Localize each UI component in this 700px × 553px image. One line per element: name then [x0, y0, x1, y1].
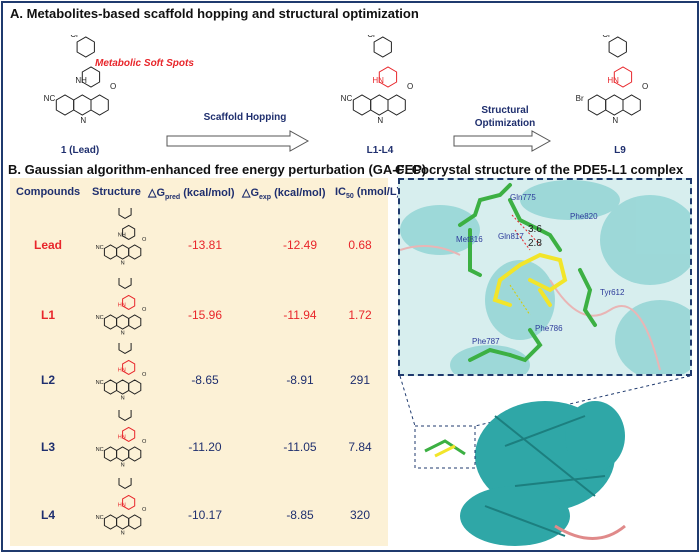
- binding-site-render: [400, 180, 690, 374]
- dg-exp-value: -12.49: [282, 238, 318, 252]
- svg-text:N: N: [612, 116, 618, 125]
- protein-overview: [399, 376, 691, 546]
- l9-structure: Br ClN O HN: [576, 35, 649, 125]
- svg-text:NC: NC: [44, 94, 56, 103]
- svg-text:HN: HN: [372, 76, 384, 85]
- svg-text:Cl: Cl: [602, 35, 610, 39]
- svg-text:NC: NC: [341, 94, 353, 103]
- svg-text:N: N: [121, 261, 125, 267]
- compound-name: L2: [40, 373, 55, 387]
- residue-label: Phe820: [570, 212, 598, 221]
- svg-text:NH: NH: [118, 233, 126, 239]
- residue-label: Gln817: [498, 232, 524, 241]
- dg-pred-value: -8.65: [191, 373, 219, 387]
- dg-exp-value: -11.94: [283, 308, 317, 322]
- svg-text:NC: NC: [96, 315, 104, 321]
- header-compounds: Compounds: [16, 186, 81, 198]
- svg-text:N: N: [80, 116, 86, 125]
- svg-text:Cl: Cl: [70, 35, 78, 39]
- dg-exp-value: -8.91: [286, 373, 314, 387]
- distance-label: 3.6: [528, 224, 542, 235]
- binding-site-zoom: Gln775 Phe820 Met816 Gln817 Tyr612 Phe78…: [398, 178, 692, 376]
- soft-spots-label: Metabolic Soft Spots: [95, 58, 194, 69]
- compound-structure: NCClNOHN: [96, 343, 147, 402]
- svg-text:HN: HN: [118, 303, 126, 309]
- ic50-value: 0.68: [348, 238, 372, 252]
- compound-structure: NCClNOHN: [96, 410, 147, 469]
- svg-text:O: O: [142, 372, 147, 378]
- residue-label: Met816: [456, 235, 483, 244]
- svg-text:HN: HN: [607, 76, 619, 85]
- dg-pred-value: -10.17: [187, 508, 223, 522]
- svg-text:O: O: [142, 439, 147, 445]
- scaffold-hopping-label: Scaffold Hopping: [203, 112, 287, 123]
- lead-label: 1 (Lead): [60, 145, 100, 156]
- ic50-value: 7.84: [348, 440, 372, 454]
- structural-label: Structural: [481, 105, 529, 116]
- header-dg-pred: △Gpred (kcal/mol): [148, 187, 235, 202]
- panel-c-title: C. Cocrystal structure of the PDE5-L1 co…: [395, 162, 684, 177]
- svg-text:NC: NC: [96, 245, 104, 251]
- svg-text:N: N: [121, 531, 125, 537]
- ic50-value: 291: [349, 373, 371, 387]
- residue-label: Phe786: [535, 324, 563, 333]
- distance-label: 2.8: [528, 238, 542, 249]
- compound-structure: NCClNOHN: [96, 478, 147, 537]
- svg-text:Br: Br: [576, 94, 584, 103]
- dg-pred-value: -13.81: [187, 238, 223, 252]
- panel-a-title: A. Metabolites-based scaffold hopping an…: [10, 6, 419, 21]
- svg-text:O: O: [142, 307, 147, 313]
- svg-text:N: N: [377, 116, 383, 125]
- compound-name: L3: [40, 440, 55, 454]
- table-row: L1NCClNOHN-15.96-11.941.72: [10, 278, 388, 338]
- l1-l4-label: L1-L4: [366, 145, 394, 156]
- svg-text:HN: HN: [118, 503, 126, 509]
- ic50-value: 320: [349, 508, 371, 522]
- svg-text:N: N: [121, 396, 125, 402]
- compound-name: L4: [40, 508, 55, 522]
- svg-text:NC: NC: [96, 380, 104, 386]
- svg-text:O: O: [142, 237, 147, 243]
- header-ic50: IC50 (nmol/L): [335, 186, 401, 201]
- svg-text:NH: NH: [75, 76, 87, 85]
- svg-text:O: O: [407, 82, 413, 91]
- compound-structure: NCClNOHN: [96, 278, 147, 337]
- svg-text:NC: NC: [96, 447, 104, 453]
- dg-exp-value: -8.85: [286, 508, 314, 522]
- svg-text:O: O: [142, 507, 147, 513]
- compound-structure: NCClNONH: [96, 208, 147, 267]
- lead-structure: NC ClN O NH: [44, 35, 117, 125]
- svg-text:N: N: [121, 463, 125, 469]
- svg-text:NC: NC: [96, 515, 104, 521]
- svg-text:N: N: [121, 331, 125, 337]
- dg-pred-value: -11.20: [188, 440, 222, 454]
- residue-label: Gln775: [510, 193, 536, 202]
- svg-text:HN: HN: [118, 435, 126, 441]
- l1-l4-structure: NC ClN O HN: [341, 35, 414, 125]
- optimization-label: Optimization: [474, 118, 536, 129]
- dg-exp-value: -11.05: [283, 440, 317, 454]
- svg-text:O: O: [110, 82, 116, 91]
- dg-pred-value: -15.96: [187, 308, 223, 322]
- svg-text:Cl: Cl: [367, 35, 375, 39]
- compound-name: L1: [40, 308, 55, 322]
- svg-text:HN: HN: [118, 368, 126, 374]
- residue-label: Tyr612: [600, 288, 625, 297]
- table-row: L3NCClNOHN-11.20-11.057.84: [10, 410, 388, 470]
- fep-table: Compounds Structure △Gpred (kcal/mol) △G…: [10, 178, 400, 546]
- scaffold-hopping-arrow: [166, 130, 310, 152]
- panel-b-title: B. Gaussian algorithm-enhanced free ener…: [8, 162, 427, 177]
- structural-optimization-arrow: [453, 130, 552, 152]
- l9-label: L9: [614, 145, 626, 156]
- compound-name: Lead: [33, 238, 62, 252]
- header-structure: Structure: [92, 186, 141, 198]
- residue-label: Phe787: [472, 337, 500, 346]
- table-row: LeadNCClNONH-13.81-12.490.68: [10, 208, 388, 268]
- ic50-value: 1.72: [348, 308, 372, 322]
- svg-text:O: O: [642, 82, 648, 91]
- header-dg-exp: △Gexp (kcal/mol): [242, 187, 326, 202]
